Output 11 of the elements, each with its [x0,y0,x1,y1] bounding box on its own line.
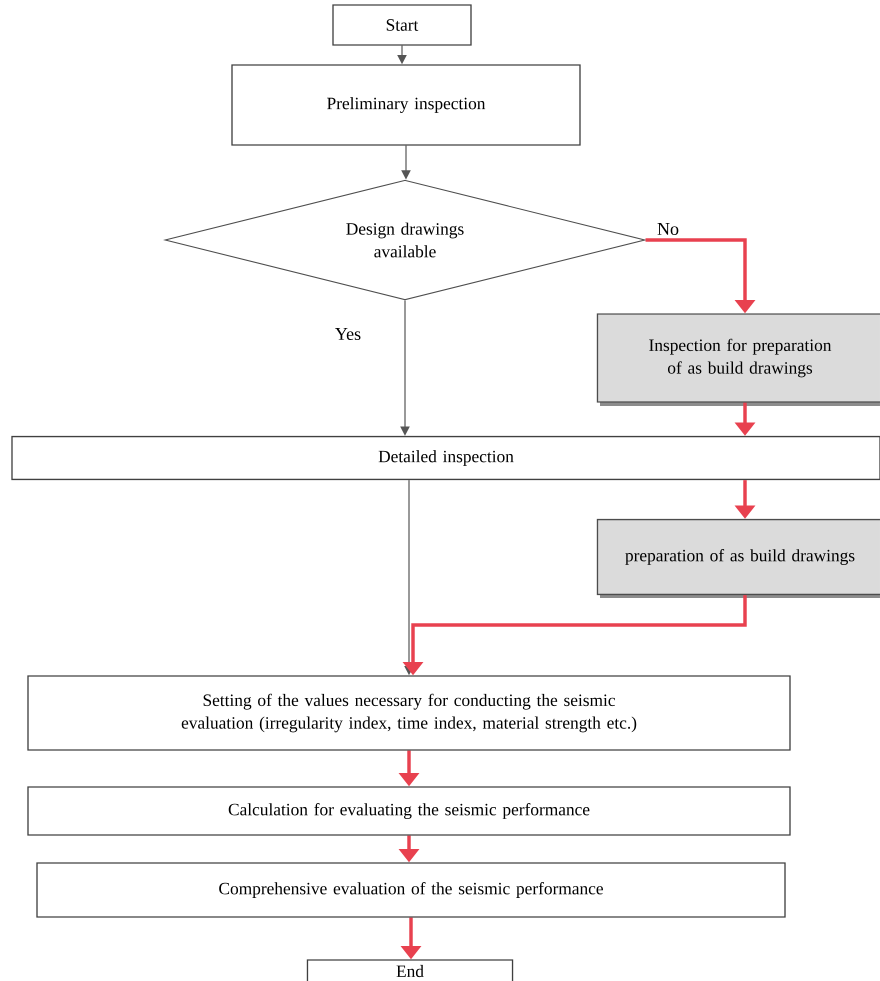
process-box: Comprehensive evaluation of the seismic performance [36,862,786,918]
process-box: preparation of as build drawings [596,518,880,596]
process-box: Setting of the values necessary for conducting the seismic evaluation (irregularity index, time index, material strength etc.) [27,675,791,751]
process-box: Calculation for evaluating the seismic performance [27,786,791,836]
process-box: Start [332,4,472,46]
edge-label: No [656,222,680,236]
process-box: Detailed inspection [11,436,880,480]
process-box: Preliminary inspection [231,64,581,146]
process-box: End [306,959,514,981]
process-box: Inspection for preparation of as build drawings [596,313,880,403]
edge-label: Yes [334,326,362,342]
